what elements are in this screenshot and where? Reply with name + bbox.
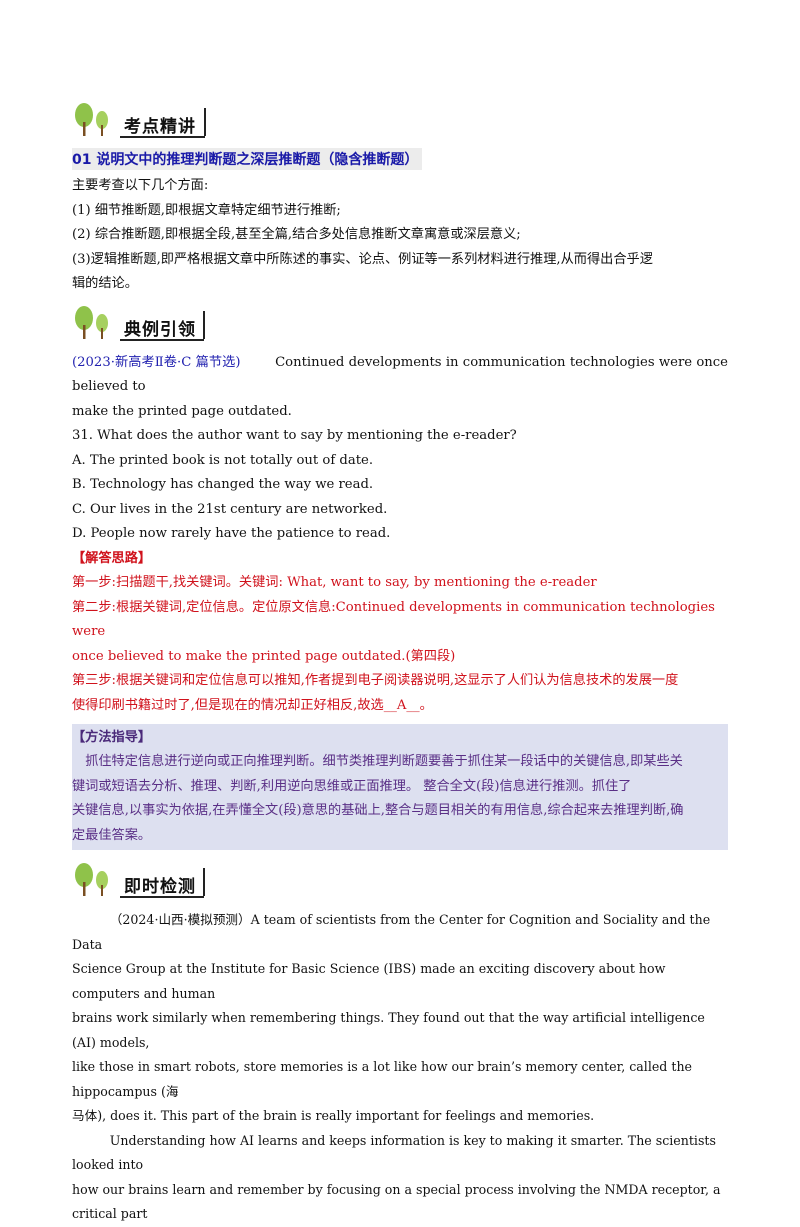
- point-line: (2) 综合推断题,即根据全段,甚至全篇,结合多处信息推断文章寓意或深层意义;: [72, 227, 521, 242]
- passage-line: (2023·新高考Ⅱ卷·C 篇节选) Continued development…: [72, 351, 728, 400]
- question-text: 31. What does the author want to say by …: [72, 428, 517, 443]
- document-page: 考点精讲 01 说明文中的推理判断题之深层推断题（隐含推断题） 主要考查以下几个…: [72, 98, 728, 1227]
- banner-underline: [120, 338, 204, 341]
- passage-line: how our brains learn and remember by foc…: [72, 1181, 721, 1222]
- intro-text: 主要考查以下几个方面:: [72, 178, 209, 193]
- tree-icon: [75, 103, 108, 136]
- analysis-step: 第二步:根据关键词,定位信息。定位原文信息:Continued developm…: [72, 599, 715, 640]
- passage-line: brains work similarly when remembering t…: [72, 1010, 705, 1050]
- section-banner-dianli: 典例引领: [72, 301, 728, 345]
- analysis-step: 第一步:扫描题干,找关键词。关键词: What, want to say, by…: [72, 575, 597, 590]
- method-line: 定最佳答案。: [72, 827, 152, 843]
- option-d: D. People now rarely have the patience t…: [72, 526, 391, 541]
- method-line: 关键信息,以事实为依据,在弄懂全文(段)意思的基础上,整合与题目相关的有用信息,…: [72, 803, 684, 818]
- option-a: A. The printed book is not totally out o…: [72, 452, 374, 468]
- section-heading: 01 说明文中的推理判断题之深层推断题（隐含推断题）: [72, 148, 423, 170]
- banner-underline: [120, 136, 205, 138]
- method-line: 键词或短语去分析、推理、判断,利用逆向思维或正面推理。 整合全文(段)信息进行推…: [72, 778, 632, 794]
- method-line: 抓住特定信息进行逆向或正向推理判断。细节类推理判断题要善于抓住某一段话中的关键信…: [85, 754, 683, 769]
- banner-divider: [204, 108, 206, 136]
- passage-line: Science Group at the Institute for Basic…: [72, 961, 666, 1001]
- question-source: (2023·新高考Ⅱ卷·C 篇节选): [72, 354, 241, 370]
- analysis-step: 使得印刷书籍过时了,但是现在的情况却正好相反,故选__A__。: [72, 697, 433, 713]
- section-banner-kaodian: 考点精讲: [72, 98, 728, 142]
- banner-title: 即时检测: [124, 877, 196, 897]
- option-c: C. Our lives in the 21st century are net…: [72, 501, 388, 517]
- tree-icon: [75, 305, 108, 339]
- banner-title: 考点精讲: [124, 117, 196, 137]
- passage-line: Understanding how AI learns and keeps in…: [72, 1132, 716, 1173]
- analysis-title: 【解答思路】: [72, 550, 152, 566]
- point-line: (1) 细节推断题,即根据文章特定细节进行推断;: [72, 202, 341, 218]
- banner-underline: [120, 896, 204, 898]
- passage-line: （2024·山西·模拟预测）A team of scientists from …: [72, 912, 711, 952]
- point-line: 辑的结论。: [72, 276, 138, 291]
- passage-line: 马体), does it. This part of the brain is …: [72, 1108, 595, 1123]
- passage-text: Continued developments in communication …: [72, 354, 728, 395]
- banner-divider: [203, 868, 205, 896]
- tree-icon: [75, 863, 108, 896]
- passage-line: make the printed page outdated.: [72, 403, 292, 419]
- passage-line: like those in smart robots, store memori…: [72, 1059, 693, 1099]
- point-line: (3)逻辑推断题,即严格根据文章中所陈述的事实、论点、例证等一系列材料进行推理,…: [72, 251, 653, 267]
- method-guide-box: 【方法指导】 抓住特定信息进行逆向或正向推理判断。细节类推理判断题要善于抓住某一…: [72, 724, 728, 850]
- section-banner-jishi: 即时检测: [72, 858, 728, 902]
- banner-title: 典例引领: [124, 319, 196, 340]
- analysis-step: once believed to make the printed page o…: [72, 648, 456, 664]
- option-b: B. Technology has changed the way we rea…: [72, 477, 374, 492]
- analysis-step: 第三步:根据关键词和定位信息可以推知,作者提到电子阅读器说明,这显示了人们认为信…: [72, 673, 679, 688]
- method-title: 【方法指导】: [72, 730, 152, 745]
- banner-divider: [203, 310, 205, 339]
